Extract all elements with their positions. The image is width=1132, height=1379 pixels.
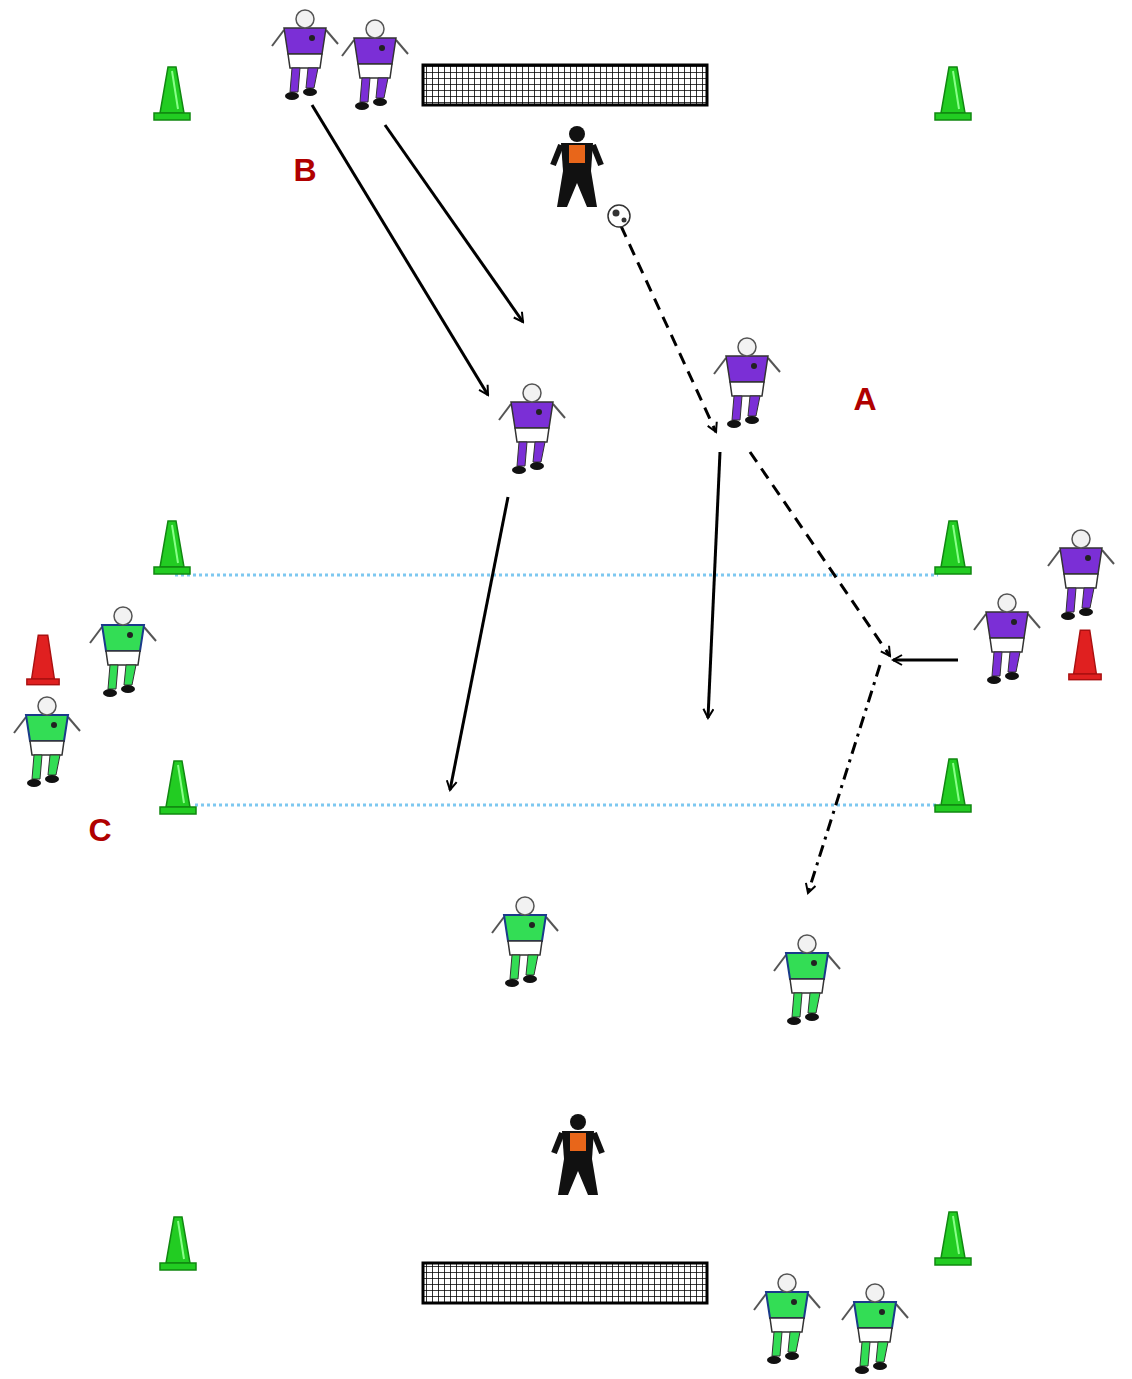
green-player bbox=[774, 935, 840, 1025]
green-player bbox=[14, 697, 80, 787]
goal bbox=[423, 65, 707, 105]
goalkeeper bbox=[553, 126, 601, 207]
goal bbox=[423, 1263, 707, 1303]
movement-arrows bbox=[312, 105, 958, 790]
goalkeeper bbox=[554, 1114, 602, 1195]
zone-line bbox=[195, 804, 940, 807]
cone bbox=[935, 1212, 971, 1265]
purple-player bbox=[342, 20, 408, 110]
purple-player bbox=[272, 10, 338, 100]
purple-player bbox=[974, 594, 1040, 684]
zone-line bbox=[175, 574, 938, 577]
green-player bbox=[492, 897, 558, 987]
red-cone bbox=[27, 635, 59, 684]
cone bbox=[154, 521, 190, 574]
purple-player bbox=[499, 384, 565, 474]
group-letter: B bbox=[293, 154, 316, 186]
cone bbox=[935, 759, 971, 812]
group-letter: A bbox=[853, 383, 876, 415]
pass-arrows bbox=[621, 226, 890, 893]
cone bbox=[935, 521, 971, 574]
green-player bbox=[90, 607, 156, 697]
ball bbox=[608, 205, 630, 227]
cone bbox=[160, 761, 196, 814]
cone bbox=[154, 67, 190, 120]
cone bbox=[160, 1217, 196, 1270]
group-letter: C bbox=[88, 814, 111, 846]
purple-player bbox=[714, 338, 780, 428]
cone bbox=[935, 67, 971, 120]
purple-player bbox=[1048, 530, 1114, 620]
red-cone bbox=[1069, 630, 1101, 679]
green-player bbox=[754, 1274, 820, 1364]
green-player bbox=[842, 1284, 908, 1374]
